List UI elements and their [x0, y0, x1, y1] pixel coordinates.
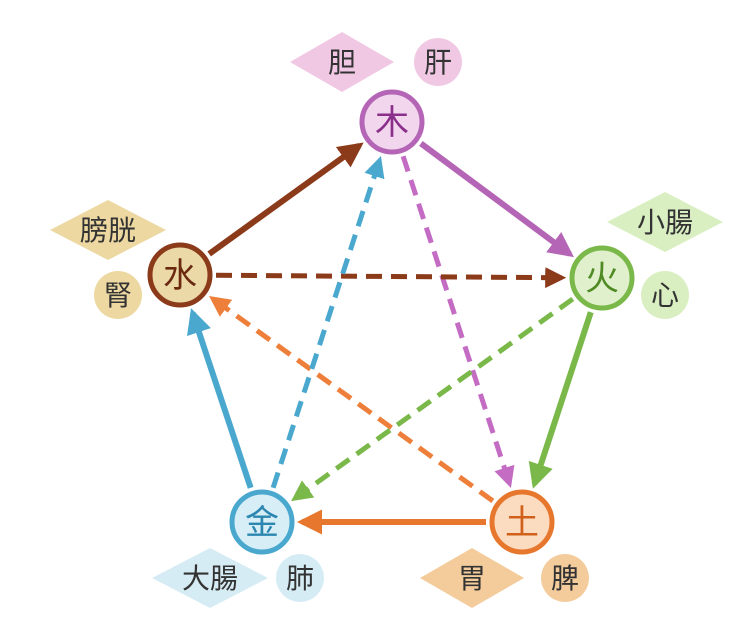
arrow-metal-to-water [186, 308, 254, 489]
fire-node-circle [569, 245, 635, 311]
earth-node-label: 土 [505, 503, 539, 543]
node-fire: 火 [569, 245, 635, 311]
arrow-wood-to-earth [400, 155, 515, 488]
fire-diamond-label: 小腸 [637, 206, 693, 239]
arrow-fire-to-earth [528, 311, 594, 489]
water-node-label: 水 [163, 256, 197, 296]
water-circle-tag [94, 271, 142, 319]
water-diamond-tag [50, 200, 166, 260]
metal-diamond-tag [152, 548, 268, 608]
node-wood: 木 [359, 89, 425, 155]
node-water: 水 [147, 242, 213, 308]
metal-circle-label: 肺 [286, 562, 314, 595]
water-circle-label: 腎 [104, 279, 132, 312]
fire-circle-label: 心 [651, 279, 679, 312]
fire-node-label: 火 [585, 259, 619, 299]
earth-diamond-tag [420, 548, 524, 608]
arrow-earth-to-water [209, 295, 495, 503]
arrow-water-to-fire [215, 267, 567, 289]
arrow-metal-to-wood [270, 156, 385, 489]
wood-circle-label: 肝 [424, 46, 452, 79]
fire-diamond-tag [607, 192, 723, 252]
water-diamond-label: 膀胱 [80, 214, 136, 247]
earth-circle-label: 脾 [551, 562, 579, 595]
metal-node-label: 金 [245, 503, 279, 543]
wood-circle-tag [414, 38, 462, 86]
fire-circle-tag [641, 271, 689, 319]
wood-diamond-label: 胆 [328, 46, 356, 79]
earth-diamond-label: 胃 [458, 562, 486, 595]
arrow-wood-to-fire [419, 141, 574, 258]
metal-circle-tag [276, 554, 324, 602]
wood-node-circle [359, 89, 425, 155]
metal-diamond-label: 大腸 [182, 562, 238, 595]
metal-node-circle [229, 489, 295, 555]
water-node-circle [147, 242, 213, 308]
earth-node-circle [489, 489, 555, 555]
node-metal: 金 [229, 489, 295, 555]
arrow-fire-to-metal [291, 296, 575, 502]
earth-circle-tag [541, 554, 589, 602]
node-earth: 土 [489, 489, 555, 555]
wood-node-label: 木 [375, 103, 409, 143]
wood-diamond-tag [290, 32, 394, 92]
arrow-water-to-wood [207, 142, 364, 257]
